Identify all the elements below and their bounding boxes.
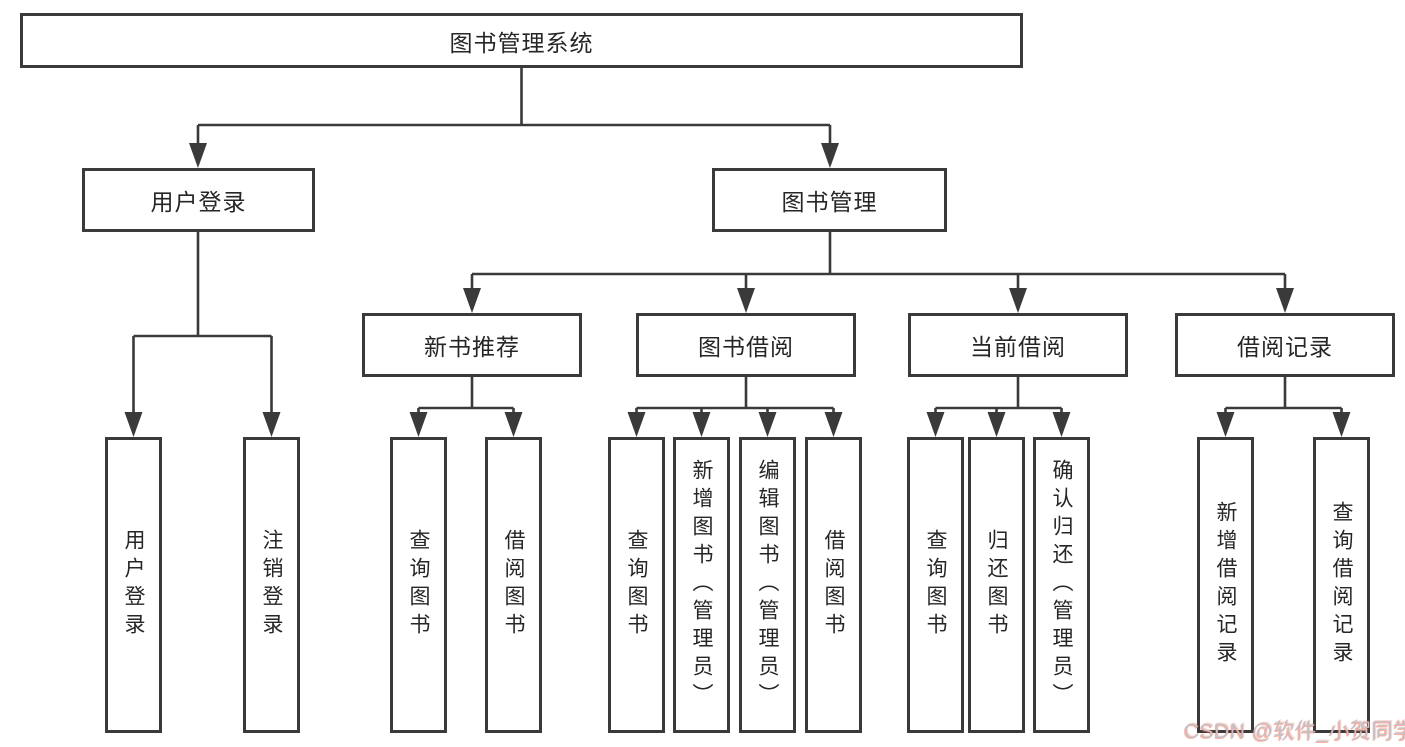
arrow-down-icon xyxy=(463,288,481,313)
node-label: 确认归还（管理员） xyxy=(1050,459,1073,711)
node-label: 图书借阅 xyxy=(698,334,794,360)
node-label: 新增图书（管理员） xyxy=(690,459,713,711)
node-label: 用户登录 xyxy=(122,529,145,641)
arrow-down-icon xyxy=(824,412,843,437)
node-add-books-admin: 新增图书（管理员） xyxy=(673,437,730,733)
connector-book-management-to-level3 xyxy=(463,232,1294,313)
node-label: 新增借阅记录 xyxy=(1214,501,1237,669)
node-borrow-books-1: 借阅图书 xyxy=(485,437,542,733)
node-edit-books-admin: 编辑图书（管理员） xyxy=(739,437,796,733)
watermark: CSDN @软件_小贺同学 xyxy=(1184,720,1405,743)
node-query-books-1: 查询图书 xyxy=(390,437,447,733)
node-label: 注销登录 xyxy=(260,529,283,641)
node-label: 归还图书 xyxy=(985,529,1008,641)
node-library-management-system: 图书管理系统 xyxy=(20,13,1023,68)
node-book-management: 图书管理 xyxy=(712,168,947,232)
node-return-books: 归还图书 xyxy=(968,437,1025,733)
node-label: 借阅图书 xyxy=(822,529,845,641)
node-user-login: 用户登录 xyxy=(82,168,315,232)
node-label: 查询图书 xyxy=(407,529,430,641)
node-borrowing-records: 借阅记录 xyxy=(1175,313,1395,377)
arrow-down-icon xyxy=(627,412,646,437)
node-label: 当前借阅 xyxy=(970,334,1066,360)
node-label: 新书推荐 xyxy=(424,334,520,360)
connector-current-borrow-to-leaves xyxy=(926,377,1071,437)
node-label: 图书管理系统 xyxy=(449,29,594,56)
arrow-down-icon xyxy=(409,412,428,437)
arrow-down-icon xyxy=(1332,412,1351,437)
arrow-down-icon xyxy=(926,412,945,437)
arrow-down-icon xyxy=(737,288,755,313)
connector-new-book-to-leaves xyxy=(409,377,523,437)
arrow-down-icon xyxy=(124,412,143,437)
node-label: 借阅图书 xyxy=(502,529,525,641)
arrow-down-icon xyxy=(821,143,839,168)
node-label: 借阅记录 xyxy=(1237,334,1333,360)
node-label: 编辑图书（管理员） xyxy=(756,459,779,711)
node-borrow-books-2: 借阅图书 xyxy=(805,437,862,733)
node-query-books-3: 查询图书 xyxy=(907,437,964,733)
arrow-down-icon xyxy=(692,412,711,437)
connector-book-borrow-to-leaves xyxy=(627,377,843,437)
arrow-down-icon xyxy=(189,143,207,168)
arrow-down-icon xyxy=(504,412,523,437)
arrow-down-icon xyxy=(1276,288,1294,313)
node-add-borrow-record: 新增借阅记录 xyxy=(1197,437,1254,733)
node-current-borrowing: 当前借阅 xyxy=(908,313,1128,377)
arrow-down-icon xyxy=(1216,412,1235,437)
node-query-borrow-record: 查询借阅记录 xyxy=(1313,437,1370,733)
node-logout: 注销登录 xyxy=(243,437,300,733)
node-user-login-leaf: 用户登录 xyxy=(105,437,162,733)
node-label: 查询借阅记录 xyxy=(1330,501,1353,669)
node-confirm-return-admin: 确认归还（管理员） xyxy=(1033,437,1090,733)
node-query-books-2: 查询图书 xyxy=(608,437,665,733)
connector-root-to-level2 xyxy=(189,68,839,168)
arrow-down-icon xyxy=(262,412,281,437)
arrow-down-icon xyxy=(987,412,1006,437)
arrow-down-icon xyxy=(1009,288,1027,313)
node-new-book-recommendation: 新书推荐 xyxy=(362,313,582,377)
node-book-borrowing: 图书借阅 xyxy=(636,313,856,377)
node-label: 用户登录 xyxy=(150,189,247,215)
node-label: 查询图书 xyxy=(625,529,648,641)
arrow-down-icon xyxy=(758,412,777,437)
node-label: 图书管理 xyxy=(781,189,878,215)
node-label: 查询图书 xyxy=(924,529,947,641)
arrow-down-icon xyxy=(1052,412,1071,437)
connector-user-login-to-leaves xyxy=(124,232,281,437)
connector-borrow-records-to-leaves xyxy=(1216,377,1351,437)
